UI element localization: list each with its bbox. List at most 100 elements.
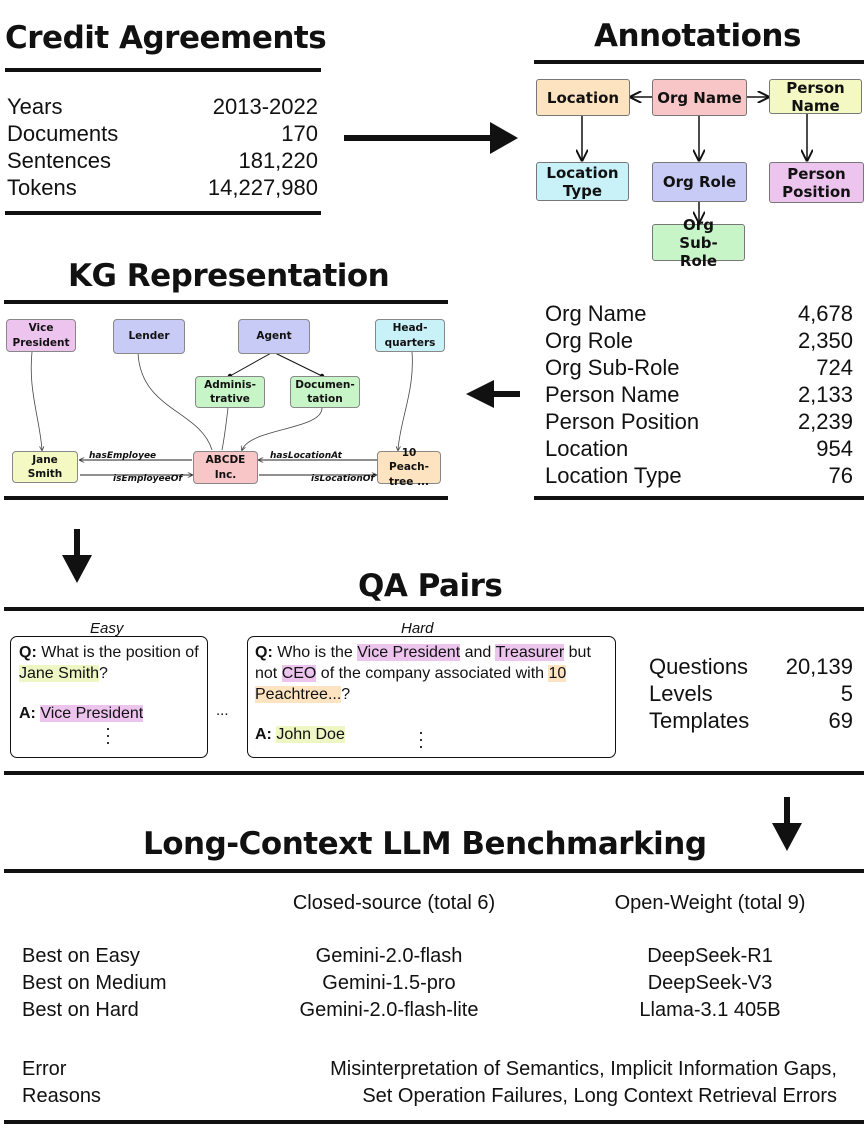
count-label: Org Name bbox=[545, 301, 647, 326]
credit-row-years: Years 2013-2022 bbox=[7, 94, 318, 120]
credit-row-tokens: Tokens 14,227,980 bbox=[7, 175, 318, 201]
count-row-location-type: Location Type 76 bbox=[545, 463, 853, 489]
qa-stat-levels: Levels 5 bbox=[649, 681, 853, 707]
kg-top-rule bbox=[4, 300, 448, 304]
error-label-line: Reasons bbox=[22, 1085, 101, 1107]
kg-node-documentation: Documen-tation bbox=[290, 376, 360, 408]
closed-source-header: Closed-source (total 6) bbox=[292, 892, 496, 914]
hard-answer: A: John Doe bbox=[255, 724, 345, 745]
question-text: What is the position of bbox=[41, 644, 199, 661]
question-text: of the company associated with bbox=[316, 665, 549, 682]
highlight-entity: Treasurer bbox=[495, 644, 565, 661]
count-value: 2,133 bbox=[797, 382, 853, 407]
count-label: Location Type bbox=[545, 463, 682, 488]
error-label-line: Error bbox=[22, 1058, 67, 1080]
annotation-node-location: Location bbox=[536, 79, 630, 116]
highlight-entity: Jane Smith bbox=[19, 665, 100, 682]
credit-agreements-title: Credit Agreements bbox=[5, 20, 327, 56]
easy-level-label: Easy bbox=[90, 620, 124, 637]
count-label: Location bbox=[545, 436, 629, 461]
annotation-node-org-role: Org Role bbox=[652, 162, 747, 202]
credit-top-rule bbox=[5, 68, 321, 72]
qa-stat-label: Templates bbox=[649, 708, 750, 733]
closed-model: Gemini-2.0-flash-lite bbox=[299, 999, 479, 1021]
count-row-org-sub-role: Org Sub-Role 724 bbox=[545, 355, 853, 381]
error-reasons-text: Misinterpretation of Semantics, Implicit… bbox=[330, 1056, 837, 1110]
count-value: 76 bbox=[828, 463, 853, 488]
qa-stat-label: Questions bbox=[649, 654, 749, 679]
down-arrow-icon bbox=[772, 797, 802, 851]
closed-model: Gemini-1.5-pro bbox=[322, 972, 456, 994]
annotations-title: Annotations bbox=[594, 18, 801, 54]
qa-stat-value: 69 bbox=[828, 708, 853, 733]
error-reasons-label: Error Reasons bbox=[22, 1056, 101, 1110]
error-reason-line: Misinterpretation of Semantics, Implicit… bbox=[330, 1058, 837, 1080]
kg-node-10-peachtree: 10 Peach-tree ... bbox=[377, 447, 441, 488]
count-label: Person Name bbox=[545, 382, 680, 407]
answer-text: John Doe bbox=[276, 726, 345, 743]
question-text: Who is the bbox=[277, 644, 358, 661]
count-label: Org Role bbox=[545, 328, 634, 353]
benchmarking-title: Long-Context LLM Benchmarking bbox=[143, 826, 707, 862]
answer-text: Vice President bbox=[40, 705, 144, 722]
open-weight-models: DeepSeek-R1 DeepSeek-V3 Llama-3.1 405B bbox=[560, 943, 860, 1024]
annotation-node-org-sub-role: Org Sub-Role bbox=[652, 216, 745, 270]
bench-row-label: Best on Easy bbox=[22, 945, 140, 967]
count-row-org-role: Org Role 2,350 bbox=[545, 328, 853, 354]
annotation-node-person-name: Person Name bbox=[769, 79, 862, 115]
credit-label: Years bbox=[7, 94, 63, 119]
closed-model: Gemini-2.0-flash bbox=[315, 945, 463, 967]
kg-edge-has-employee: hasEmployee bbox=[89, 451, 157, 461]
credit-value: 170 bbox=[281, 121, 318, 146]
count-row-person-name: Person Name 2,133 bbox=[545, 382, 853, 408]
counts-bottom-rule bbox=[534, 496, 864, 500]
credit-label: Tokens bbox=[7, 175, 77, 200]
qa-pairs-title: QA Pairs bbox=[358, 568, 503, 604]
answer-label: A: bbox=[255, 726, 272, 743]
kg-edge-is-employee-of: isEmployeeOf bbox=[113, 474, 183, 484]
answer-label: A: bbox=[19, 705, 36, 722]
kg-node-lender: Lender bbox=[113, 319, 185, 354]
credit-value: 181,220 bbox=[238, 148, 318, 173]
bench-top-rule bbox=[4, 869, 864, 873]
down-arrow-icon bbox=[62, 529, 92, 583]
horizontal-ellipsis: ... bbox=[216, 702, 229, 719]
count-value: 4,678 bbox=[797, 301, 853, 326]
vertical-ellipsis-icon: ··· bbox=[418, 722, 424, 756]
kg-node-agent: Agent bbox=[238, 319, 310, 354]
kg-node-headquarters: Head-quarters bbox=[375, 319, 445, 352]
credit-row-documents: Documents 170 bbox=[7, 121, 318, 147]
easy-answer: A: Vice President bbox=[19, 703, 144, 724]
bench-row-labels: Best on Easy Best on Medium Best on Hard bbox=[22, 943, 167, 1024]
count-row-person-position: Person Position 2,239 bbox=[545, 409, 853, 435]
annotation-schema-arrows bbox=[0, 0, 866, 270]
credit-value: 2013-2022 bbox=[212, 94, 318, 119]
open-weight-header: Open-Weight (total 9) bbox=[614, 892, 806, 914]
credit-bottom-rule bbox=[5, 211, 321, 215]
annotation-node-person-position: Person Position bbox=[769, 162, 864, 203]
vertical-ellipsis-icon: ··· bbox=[105, 718, 111, 752]
easy-question: Q: What is the position of Jane Smith? bbox=[19, 642, 204, 684]
count-value: 2,239 bbox=[797, 409, 853, 434]
question-text: and bbox=[460, 644, 496, 661]
bench-row-label: Best on Medium bbox=[22, 972, 167, 994]
qa-stat-templates: Templates 69 bbox=[649, 708, 853, 734]
question-label: Q: bbox=[19, 644, 37, 661]
kg-edge-is-location-of: isLocationOf bbox=[311, 474, 375, 484]
kg-edge-has-location-at: hasLocationAt bbox=[270, 451, 342, 461]
credit-value: 14,227,980 bbox=[207, 175, 318, 200]
count-value: 2,350 bbox=[797, 328, 853, 353]
kg-graph-edges bbox=[30, 351, 413, 500]
kg-representation-title: KG Representation bbox=[68, 258, 390, 294]
highlight-entity: CEO bbox=[281, 665, 317, 682]
hard-question: Q: Who is the Vice President and Treasur… bbox=[255, 642, 615, 705]
count-row-location: Location 954 bbox=[545, 436, 853, 462]
qa-top-rule bbox=[4, 607, 864, 611]
qa-stat-label: Levels bbox=[649, 681, 713, 706]
open-model: DeepSeek-R1 bbox=[647, 945, 773, 967]
highlight-entity: Vice President bbox=[357, 644, 461, 661]
kg-node-abcde-inc: ABCDE Inc. bbox=[193, 451, 258, 484]
count-value: 954 bbox=[816, 436, 853, 461]
qa-stat-value: 20,139 bbox=[785, 654, 853, 679]
annotation-node-org-name: Org Name bbox=[652, 79, 747, 116]
